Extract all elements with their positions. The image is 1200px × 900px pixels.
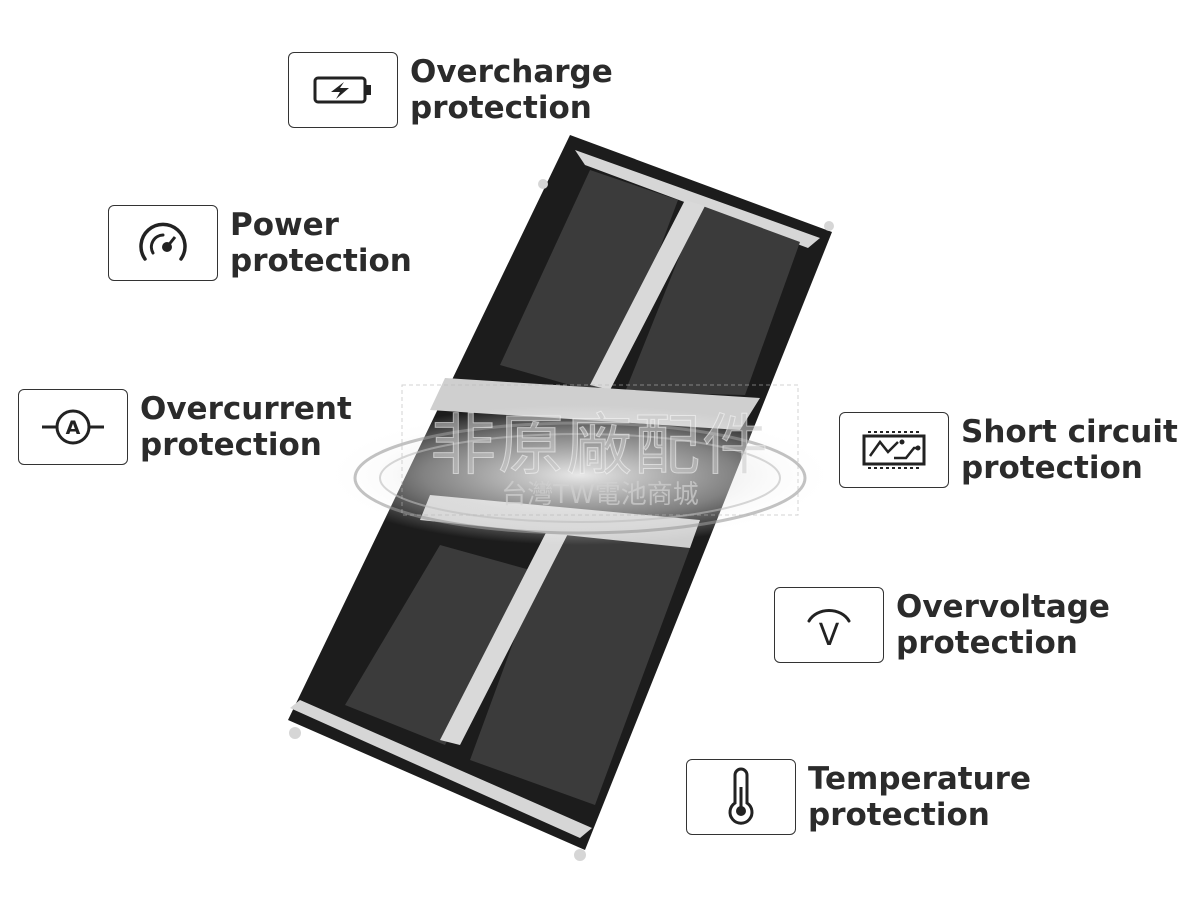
icon-box: A	[18, 389, 128, 465]
icon-box: V	[774, 587, 884, 663]
watermark-text: 非原廠配件	[430, 407, 770, 485]
watermark-ring	[353, 421, 807, 535]
icon-box	[108, 205, 218, 281]
battery-cell	[470, 515, 690, 805]
watermark-ring	[379, 433, 781, 523]
battery-strip	[440, 515, 575, 745]
svg-text:V: V	[819, 618, 840, 651]
battery-cell	[625, 205, 800, 395]
watermark-frame	[401, 384, 799, 516]
battery-cell	[500, 170, 678, 395]
thermometer-icon	[728, 767, 754, 825]
mount-tab	[574, 849, 586, 861]
gauge-icon	[139, 222, 187, 261]
svg-text:A: A	[66, 417, 81, 439]
icon-box	[686, 759, 796, 835]
voltmeter-icon: V	[807, 609, 851, 651]
battery-cell	[345, 545, 530, 745]
mount-tab	[538, 179, 548, 189]
icon-box	[288, 52, 398, 128]
battery-frame-bottom	[290, 700, 592, 838]
mount-tab	[289, 727, 301, 739]
watermark-subtext: 台灣TW電池商城	[501, 480, 699, 510]
battery-frame-top	[575, 150, 820, 248]
icon-box	[839, 412, 949, 488]
battery-charge-icon	[313, 76, 371, 104]
mount-tab	[824, 221, 834, 231]
circuit-board-icon	[862, 431, 926, 469]
ammeter-icon: A	[42, 409, 104, 445]
watermark-glow	[320, 405, 840, 545]
battery-strip	[590, 200, 705, 390]
